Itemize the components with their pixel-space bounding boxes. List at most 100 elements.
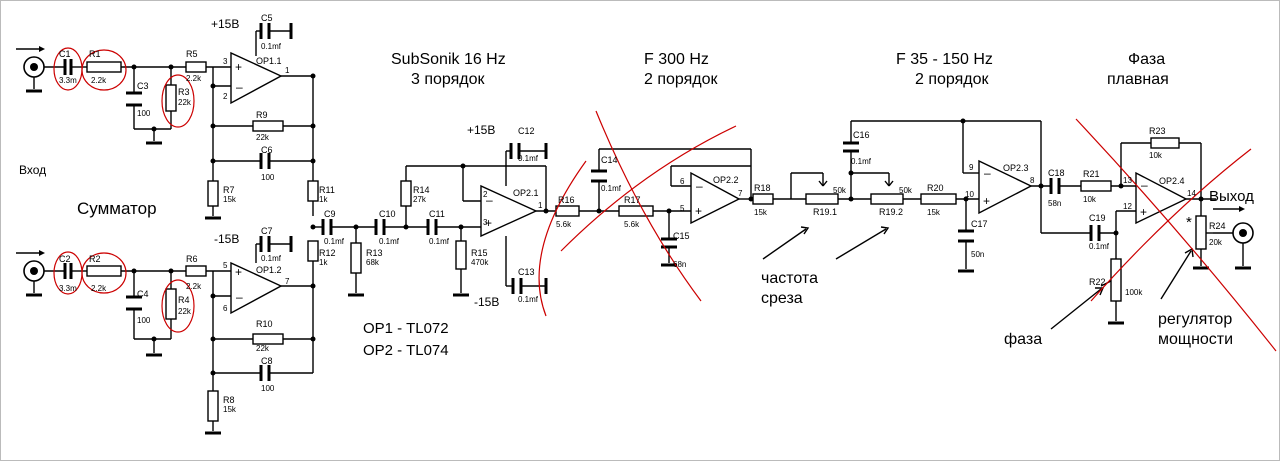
value-r24: 20k <box>1209 238 1223 247</box>
label-c5: C5 <box>261 13 273 23</box>
value-r22: 100k <box>1125 288 1143 297</box>
capacitor-c8 <box>259 365 271 381</box>
pin-10-op2-3: 10 <box>965 190 974 199</box>
capacitor-c1 <box>63 59 73 75</box>
power-regulator-line-1: регулятор <box>1158 311 1232 328</box>
value-c4: 100 <box>137 316 151 325</box>
label-r20: R20 <box>927 183 944 193</box>
resistor-r4 <box>165 288 177 320</box>
capacitor-c16 <box>843 141 859 153</box>
label-r14: R14 <box>413 185 430 195</box>
label-c7: C7 <box>261 226 273 236</box>
label-op2-3: OP2.3 <box>1003 163 1029 173</box>
label-c6: C6 <box>261 145 273 155</box>
pin-7-op2-2: 7 <box>738 189 743 198</box>
label-c15: C15 <box>673 231 690 241</box>
value-c16: 0.1mf <box>851 157 872 166</box>
svg-text:+: + <box>695 204 702 218</box>
resistor-r6 <box>185 265 207 277</box>
pin-12-op2-4: 12 <box>1123 202 1132 211</box>
resistor-r8 <box>207 390 219 422</box>
capacitor-c4 <box>126 295 142 311</box>
phase-title: Фаза <box>1128 51 1165 68</box>
summator-label: Сумматор <box>77 199 157 218</box>
supply-minus-1: -15B <box>214 232 239 246</box>
svg-text:+: + <box>1140 205 1147 219</box>
ground-symbols <box>146 23 1209 435</box>
label-c12: C12 <box>518 126 535 136</box>
svg-text:+: + <box>983 194 990 208</box>
output-label: Выход <box>1209 188 1254 205</box>
value-r17: 5.6k <box>624 220 640 229</box>
resistor-r17 <box>618 205 654 217</box>
value-c14: 0.1mf <box>601 184 622 193</box>
resistors <box>86 61 1213 422</box>
label-c10: C10 <box>379 209 396 219</box>
value-c12: 0.1mf <box>518 154 539 163</box>
pin-2-op1-1: 2 <box>223 92 228 101</box>
value-r4: 22k <box>178 307 192 316</box>
component-labels: C1 3.3m R1 2.2k R5 2.2k C3 100 R3 22k C5… <box>59 13 1226 414</box>
label-r19-2: R19.2 <box>879 207 903 217</box>
pin-13-op2-4: 13 <box>1123 176 1132 185</box>
subsonic-order: 3 порядок <box>411 71 486 88</box>
capacitor-c12 <box>509 143 521 159</box>
value-r18: 15k <box>754 208 768 217</box>
pin-5-op2-2: 5 <box>680 204 685 213</box>
resistor-r18 <box>752 193 774 205</box>
capacitor-c5 <box>259 23 271 39</box>
value-c6: 100 <box>261 173 275 182</box>
value-r8: 15k <box>223 405 237 414</box>
label-c9: C9 <box>324 209 336 219</box>
value-c18: 58n <box>1048 199 1061 208</box>
value-r13: 68k <box>366 258 380 267</box>
pin-8-op2-3: 8 <box>1030 176 1035 185</box>
opamp-note-1: OP1 - TL072 <box>363 320 449 337</box>
label-r9: R9 <box>256 110 268 120</box>
resistor-r14 <box>400 180 412 207</box>
input-jack-2-icon <box>16 250 45 297</box>
capacitor-c3 <box>126 91 142 107</box>
value-r11: 1k <box>319 195 328 204</box>
opamp-op2-1 <box>480 184 538 238</box>
label-op2-2: OP2.2 <box>713 175 739 185</box>
capacitor-c9 <box>321 219 333 235</box>
input-jack-1-icon <box>16 46 45 93</box>
value-r15: 470k <box>471 258 489 267</box>
value-r1: 2.2k <box>91 76 107 85</box>
label-r15: R15 <box>471 248 488 258</box>
label-r24: R24 <box>1209 221 1226 231</box>
svg-text:–: – <box>984 166 991 180</box>
opamp-note-2: OP2 - TL074 <box>363 342 449 359</box>
value-c5: 0.1mf <box>261 42 282 51</box>
capacitor-c18 <box>1049 178 1061 194</box>
value-r5: 2.2k <box>186 74 202 83</box>
f300-title: F 300 Hz <box>644 51 709 68</box>
value-r19-2: 50k <box>899 186 913 195</box>
resistor-r21 <box>1080 180 1112 192</box>
pin-1-op2-1: 1 <box>538 201 543 210</box>
opamp-op1-1 <box>230 51 283 105</box>
opamp-op2-3 <box>978 159 1033 215</box>
resistor-r3 <box>165 84 177 112</box>
label-op2-4: OP2.4 <box>1159 176 1185 186</box>
subsonic-title: SubSonik 16 Hz <box>391 51 506 68</box>
label-r10: R10 <box>256 319 273 329</box>
label-c2: C2 <box>59 254 71 264</box>
opamp-op1-2 <box>230 261 283 315</box>
svg-text:+: + <box>235 60 242 74</box>
pin-6-op2-2: 6 <box>680 177 685 186</box>
power-regulator-line-2: мощности <box>1158 331 1233 348</box>
label-c13: C13 <box>518 267 535 277</box>
value-c7: 0.1mf <box>261 254 282 263</box>
resistor-r15 <box>455 240 467 270</box>
supply-minus-2: -15B <box>474 295 499 309</box>
resistor-r11 <box>307 180 319 202</box>
value-r3: 22k <box>178 98 192 107</box>
resistor-r24 <box>1195 215 1207 250</box>
label-r5: R5 <box>186 49 198 59</box>
label-r11: R11 <box>319 185 335 195</box>
svg-text:–: – <box>1141 178 1148 192</box>
value-r14: 27k <box>413 195 427 204</box>
